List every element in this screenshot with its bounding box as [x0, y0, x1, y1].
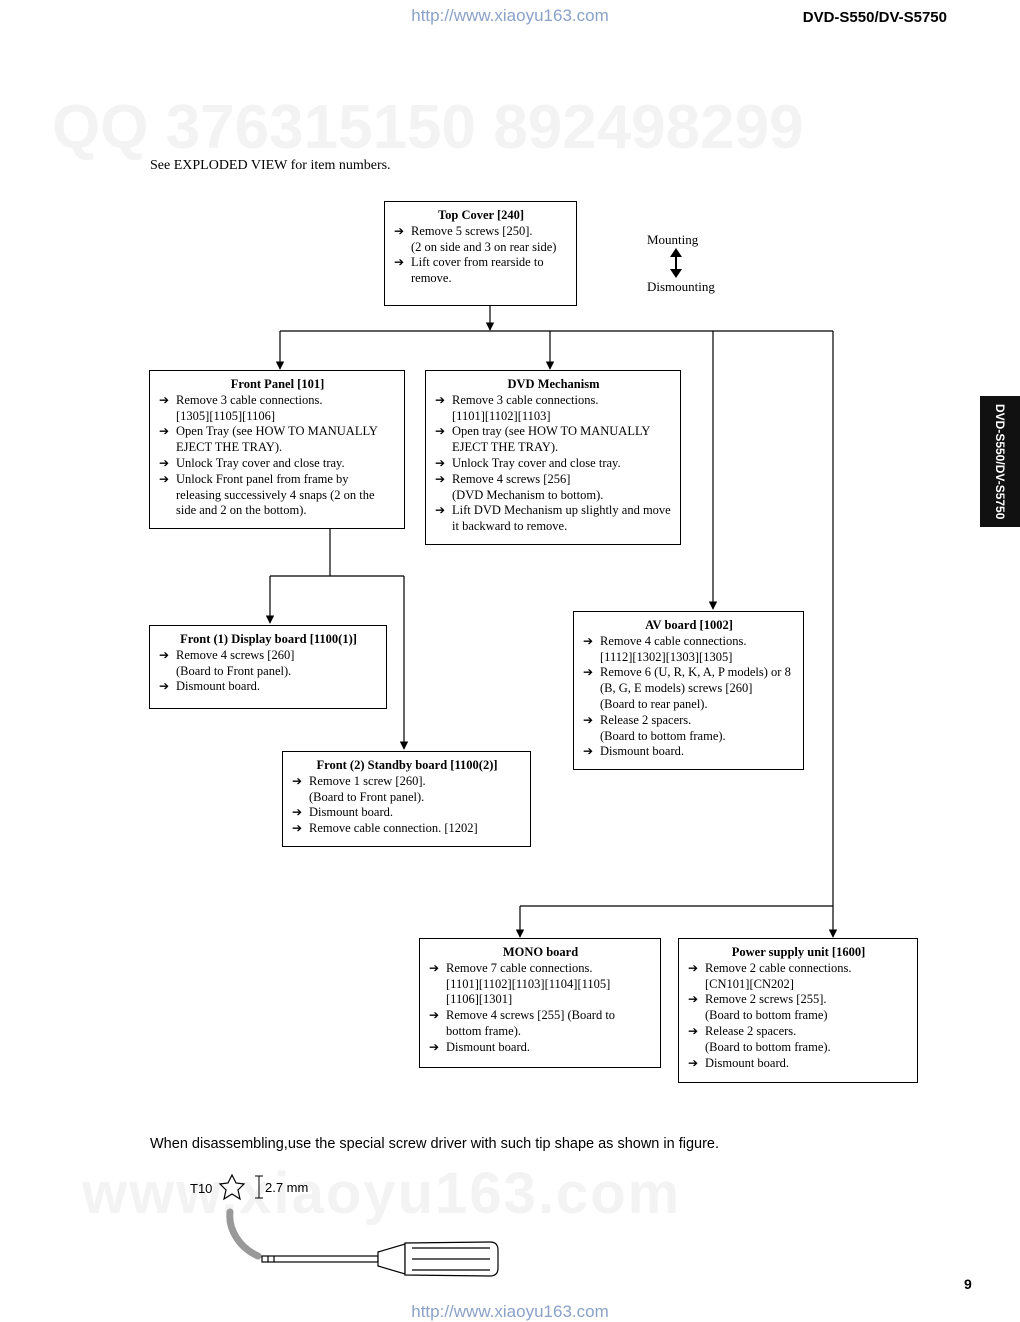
step: ➔Remove cable connection. [1202]	[292, 821, 478, 836]
tip-dimension: 2.7 mm	[265, 1180, 309, 1195]
arrow-right-icon: ➔	[435, 503, 446, 518]
step: ➔Release 2 spacers. (Board to bottom fra…	[583, 712, 726, 743]
arrow-right-icon: ➔	[292, 773, 303, 788]
step: ➔Unlock Front panel from frame by releas…	[159, 471, 375, 518]
box-front-panel: Front Panel [101] ➔Remove 3 cable connec…	[149, 370, 405, 529]
box-title: MONO board	[502, 945, 579, 959]
screwdriver-icon	[261, 1241, 499, 1277]
step: ➔Open Tray (see HOW TO MANUALLY EJECT TH…	[159, 424, 378, 455]
box-title: Front (1) Display board [1100(1)]	[180, 632, 357, 646]
box-title: Top Cover [240]	[437, 208, 525, 222]
arrow-right-icon: ➔	[688, 992, 699, 1007]
intro-note: See EXPLODED VIEW for item numbers.	[150, 158, 391, 173]
arrow-right-icon: ➔	[159, 424, 170, 439]
arrow-right-icon: ➔	[435, 424, 446, 439]
box-title: DVD Mechanism	[507, 377, 600, 391]
step: ➔Remove 4 cable connections. [1112][1302…	[583, 633, 747, 664]
legend-mounting: Mounting	[647, 232, 699, 247]
step: ➔Remove 1 screw [260]. (Board to Front p…	[292, 773, 426, 804]
arrow-right-icon: ➔	[583, 633, 594, 648]
arrow-right-icon: ➔	[583, 665, 594, 680]
step: ➔Remove 4 screws [255] (Board to bottom …	[429, 1008, 616, 1038]
step: ➔Dismount board.	[583, 744, 685, 759]
step: ➔Remove 2 screws [255]. (Board to bottom…	[688, 992, 828, 1023]
box-title: Front (2) Standby board [1100(2)]	[316, 758, 498, 772]
step: ➔Remove 3 cable connections. [1101][1102…	[435, 392, 599, 423]
box-top-cover: Top Cover [240] ➔Remove 5 screws [250]. …	[384, 201, 577, 306]
arrow-right-icon: ➔	[435, 455, 446, 470]
step: ➔Remove 5 screws [250]. (2 on side and 3…	[394, 223, 557, 254]
arrow-right-icon: ➔	[688, 1023, 699, 1038]
box-front2-standby: Front (2) Standby board [1100(2)] ➔Remov…	[282, 751, 531, 847]
step: ➔Remove 6 (U, R, K, A, P models) or 8 (B…	[583, 665, 791, 711]
arrow-right-icon: ➔	[429, 960, 440, 975]
step: ➔Remove 4 screws [260] (Board to Front p…	[159, 647, 295, 678]
arrow-right-icon: ➔	[159, 647, 170, 662]
step: ➔Unlock Tray cover and close tray.	[159, 455, 345, 470]
arrow-right-icon: ➔	[394, 223, 405, 238]
arrow-right-icon: ➔	[159, 392, 170, 407]
arrow-right-icon: ➔	[159, 471, 170, 486]
legend-dismounting: Dismounting	[647, 279, 715, 294]
arrow-right-icon: ➔	[292, 805, 303, 820]
box-dvd-mechanism: DVD Mechanism ➔Remove 3 cable connection…	[425, 370, 681, 545]
arrow-right-icon: ➔	[435, 471, 446, 486]
step: ➔Remove 4 screws [256] (DVD Mechanism to…	[435, 471, 604, 502]
step: ➔Dismount board.	[159, 679, 261, 694]
arrow-right-icon: ➔	[429, 1039, 440, 1054]
arrow-right-icon: ➔	[435, 392, 446, 407]
step: ➔Dismount board.	[429, 1039, 531, 1054]
screwdriver-note: When disassembling,use the special screw…	[150, 1136, 719, 1152]
arrow-right-icon: ➔	[159, 455, 170, 470]
step: ➔Release 2 spacers. (Board to bottom fra…	[688, 1023, 831, 1054]
step: ➔Open tray (see HOW TO MANUALLY EJECT TH…	[435, 424, 650, 455]
header-url: http://www.xiaoyu163.com	[411, 6, 609, 25]
side-tab: DVD-S550/DV-S5750	[980, 396, 1020, 527]
model-title: DVD-S550/DV-S5750	[802, 9, 947, 26]
arrow-right-icon: ➔	[429, 1008, 440, 1023]
legend-double-arrow-icon	[670, 248, 682, 278]
step: ➔Dismount board.	[292, 805, 394, 820]
step: ➔Unlock Tray cover and close tray.	[435, 455, 621, 470]
box-front1-display: Front (1) Display board [1100(1)] ➔Remov…	[149, 625, 387, 709]
tip-label: T10	[190, 1181, 213, 1196]
step: ➔Dismount board.	[688, 1055, 790, 1070]
box-av-board: AV board [1002] ➔Remove 4 cable connecti…	[573, 611, 804, 770]
box-title: Front Panel [101]	[230, 377, 325, 391]
arrow-right-icon: ➔	[394, 255, 405, 270]
arrow-right-icon: ➔	[688, 960, 699, 975]
watermark-qq: QQ 376315150 892498299	[52, 93, 804, 162]
arrow-right-icon: ➔	[583, 712, 594, 727]
box-power-supply: Power supply unit [1600] ➔Remove 2 cable…	[678, 938, 918, 1083]
arrow-right-icon: ➔	[159, 679, 170, 694]
torx-star-icon	[218, 1173, 246, 1201]
step: ➔Lift DVD Mechanism up slightly and move…	[435, 503, 671, 534]
arrow-right-icon: ➔	[688, 1055, 699, 1070]
arrow-right-icon: ➔	[292, 821, 303, 836]
arrow-right-icon: ➔	[583, 744, 594, 759]
box-title: AV board [1002]	[645, 618, 733, 632]
footer-url: http://www.xiaoyu163.com	[411, 1302, 609, 1321]
step: ➔Lift cover from rearside to remove.	[394, 255, 544, 286]
step: ➔Remove 3 cable connections. [1305][1105…	[159, 392, 323, 423]
leader-curve-icon	[226, 1208, 262, 1260]
page-number: 9	[964, 1276, 972, 1292]
watermark-site: www.xiaoyu163.com	[82, 1161, 682, 1226]
step: ➔Remove 2 cable connections. [CN101][CN2…	[688, 960, 852, 991]
step: ➔Remove 7 cable connections. [1101][1102…	[429, 960, 611, 1007]
box-title: Power supply unit [1600]	[731, 945, 866, 959]
box-mono-board: MONO board ➔Remove 7 cable connections. …	[419, 938, 661, 1068]
